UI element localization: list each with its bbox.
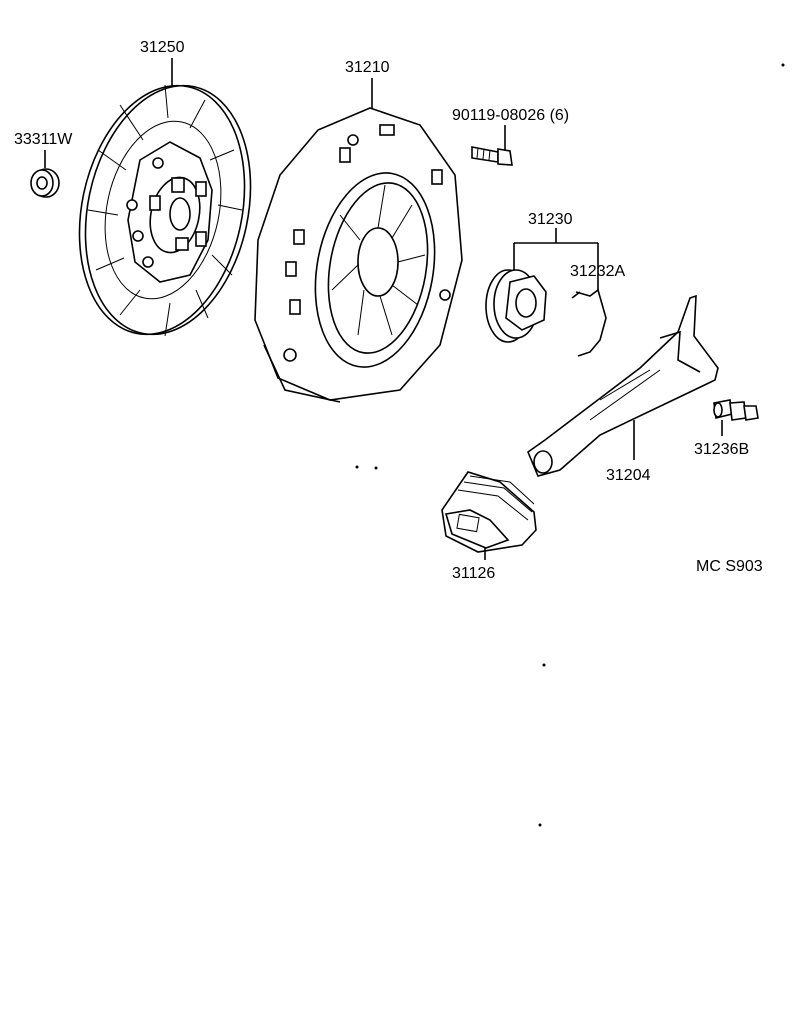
label-31232a: 31232A xyxy=(570,263,625,280)
release-bearing-assy[interactable]: 31230 xyxy=(485,211,599,343)
fork-boot[interactable]: 31126 xyxy=(441,471,537,582)
release-fork[interactable]: 31204 xyxy=(527,294,719,484)
bolt[interactable]: 90119-08026 (6) xyxy=(452,107,569,166)
label-33311w: 33311W xyxy=(14,131,73,148)
label-31230: 31230 xyxy=(528,211,573,228)
label-31210: 31210 xyxy=(345,59,390,76)
label-31250: 31250 xyxy=(140,39,185,56)
clutch-disc[interactable]: 31250 xyxy=(58,39,273,350)
label-31236b: 31236B xyxy=(694,441,749,458)
label-31126: 31126 xyxy=(452,565,495,582)
diagram-code: MC S903 xyxy=(696,558,763,575)
pivot-stud[interactable]: 31236B xyxy=(694,399,759,458)
pressure-plate[interactable]: 31210 xyxy=(254,59,463,403)
pilot-bearing[interactable]: 33311W xyxy=(14,131,73,198)
label-90119: 90119-08026 (6) xyxy=(452,107,569,124)
label-31204: 31204 xyxy=(606,467,651,484)
release-clip[interactable]: 31232A xyxy=(570,263,625,357)
